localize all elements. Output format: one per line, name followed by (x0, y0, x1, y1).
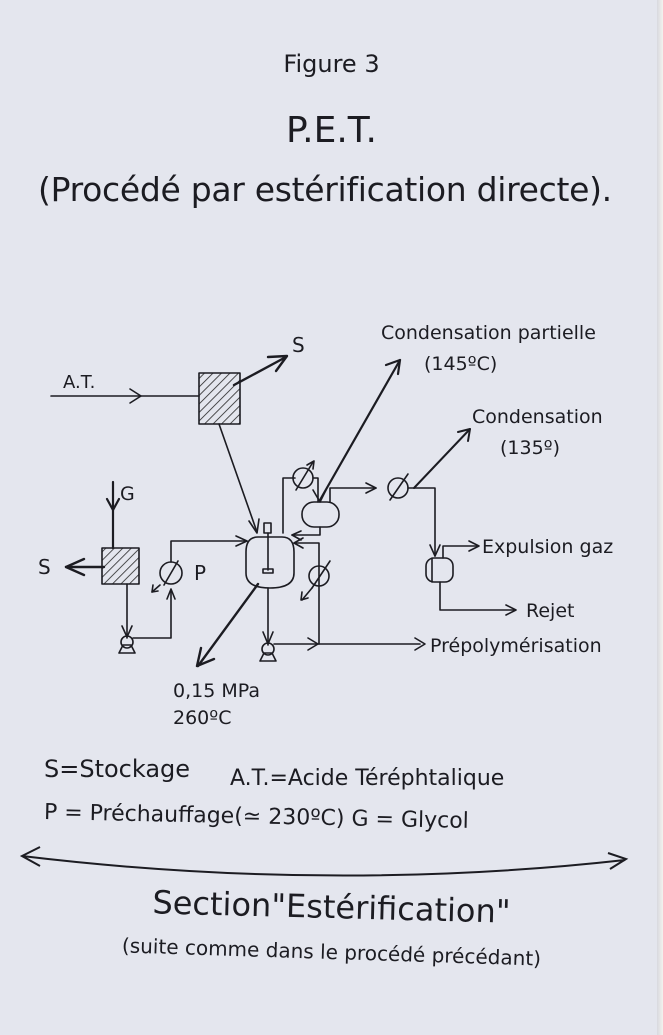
glycol-input-label: G (120, 483, 135, 505)
acid-storage-tank (198, 372, 241, 425)
reactor-pressure-label: 0,15 MPa (173, 680, 260, 702)
prepolymerisation-label: Prépolymérisation (430, 635, 602, 657)
glycol-feed-arrow (105, 480, 121, 550)
terephthalic-acid-feed-line (50, 388, 200, 404)
reject-label: Rejet (526, 600, 574, 622)
figure-number: Figure 3 (283, 50, 380, 78)
page-edge (657, 0, 663, 1035)
storage-arrow-left (64, 557, 106, 577)
preheater-label: P (194, 561, 206, 585)
storage-arrow-top (232, 354, 289, 387)
legend-storage: S=Stockage (44, 755, 191, 783)
partial-condensation-label: Condensation partielle (381, 322, 596, 344)
pump-left (118, 635, 136, 654)
gas-expulsion-label: Expulsion gaz (482, 536, 613, 558)
reactor-cooler (300, 560, 331, 601)
reactor-temperature-label: 260ºC (173, 707, 231, 729)
partial-condensation-arrow (318, 358, 402, 502)
gas-separator (425, 557, 454, 583)
separator-drum (301, 501, 340, 528)
condensation-label: Condensation (472, 406, 603, 428)
section-span-arrow (19, 846, 629, 877)
preheater-to-reactor-line (170, 540, 248, 563)
partial-condenser-loop (282, 477, 296, 534)
figure-title: P.E.T. (286, 110, 377, 151)
reactor-to-pump-line (262, 587, 274, 646)
partial-condenser (292, 460, 315, 491)
pump-to-preheater-line (132, 590, 172, 639)
acid-to-reactor-line (218, 423, 260, 534)
condensation-arrow (413, 428, 471, 489)
acid-input-label: A.T. (63, 372, 95, 393)
glycol-storage-tank (101, 547, 140, 585)
glycol-to-pump-line (121, 583, 133, 639)
reactor-conditions-arrow (195, 582, 260, 668)
condensation-temp: (135º) (500, 437, 560, 459)
storage-label-left: S (38, 555, 51, 579)
legend-acid: A.T.=Acide Téréphtalique (230, 766, 505, 791)
esterification-reactor (245, 522, 295, 589)
figure-subtitle: (Procédé par estérification directe). (38, 170, 612, 209)
pump-right (259, 642, 277, 662)
storage-label-top: S (292, 333, 305, 357)
partial-condensation-temp: (145ºC) (424, 353, 497, 375)
preheater (151, 560, 183, 593)
condenser (387, 473, 409, 501)
